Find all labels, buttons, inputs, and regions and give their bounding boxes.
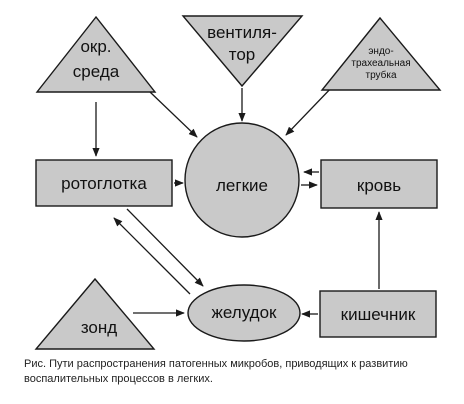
node-okr_sreda-shape [35, 15, 157, 93]
node-legkie-label-1: легкие [216, 176, 268, 195]
node-zheludok-label-1: желудок [212, 303, 277, 322]
node-rotoglotka: ротоглотка [35, 159, 173, 207]
node-legkie: легкие [184, 122, 300, 238]
edges-layer [92, 83, 383, 318]
arrow-rotoglotka-to-zheludok [126, 208, 204, 287]
arrow-okr_sreda-to-legkie [149, 91, 198, 138]
node-trubka-label-3: трубка [365, 69, 396, 81]
node-zond: зонд [34, 277, 156, 350]
node-kishechnik-shape [319, 290, 437, 338]
node-okr_sreda: окр. среда [35, 15, 157, 93]
node-krov: кровь [320, 159, 438, 209]
node-zheludok-shape [187, 284, 301, 342]
node-rotoglotka-label-1: ротоглотка [61, 174, 147, 193]
node-zond-shape [34, 277, 156, 350]
node-trubka-label-1: эндо- [368, 46, 393, 57]
node-okr_sreda-label-2: среда [73, 62, 120, 81]
node-ventilyator: вентиля-тор [181, 15, 304, 88]
arrow-zheludok-to-rotoglotka [113, 217, 191, 295]
node-kishechnik: кишечник [319, 290, 437, 338]
node-rotoglotka-shape [35, 159, 173, 207]
node-krov-shape [320, 159, 438, 209]
caption-line-1: Рис. Пути распространения патогенных мик… [24, 358, 408, 370]
node-ventilyator-shape [181, 15, 304, 88]
node-okr_sreda-label-1: окр. [80, 37, 111, 56]
node-trubka-label-2: трахеальная [351, 58, 410, 69]
caption-line-2: воспалительных процессов в легких. [24, 373, 213, 385]
node-zond-label-1: зонд [81, 318, 117, 337]
node-trubka-shape [320, 16, 442, 91]
node-legkie-shape [184, 122, 300, 238]
node-kishechnik-label-1: кишечник [341, 305, 416, 324]
node-ventilyator-label-2: тор [229, 45, 256, 64]
figure-caption: Рис. Пути распространения патогенных мик… [24, 357, 460, 387]
node-krov-label-1: кровь [357, 176, 401, 195]
arrow-trubka-to-legkie [285, 83, 336, 136]
node-ventilyator-label-1: вентиля- [207, 23, 277, 42]
node-zheludok: желудок [187, 284, 301, 342]
